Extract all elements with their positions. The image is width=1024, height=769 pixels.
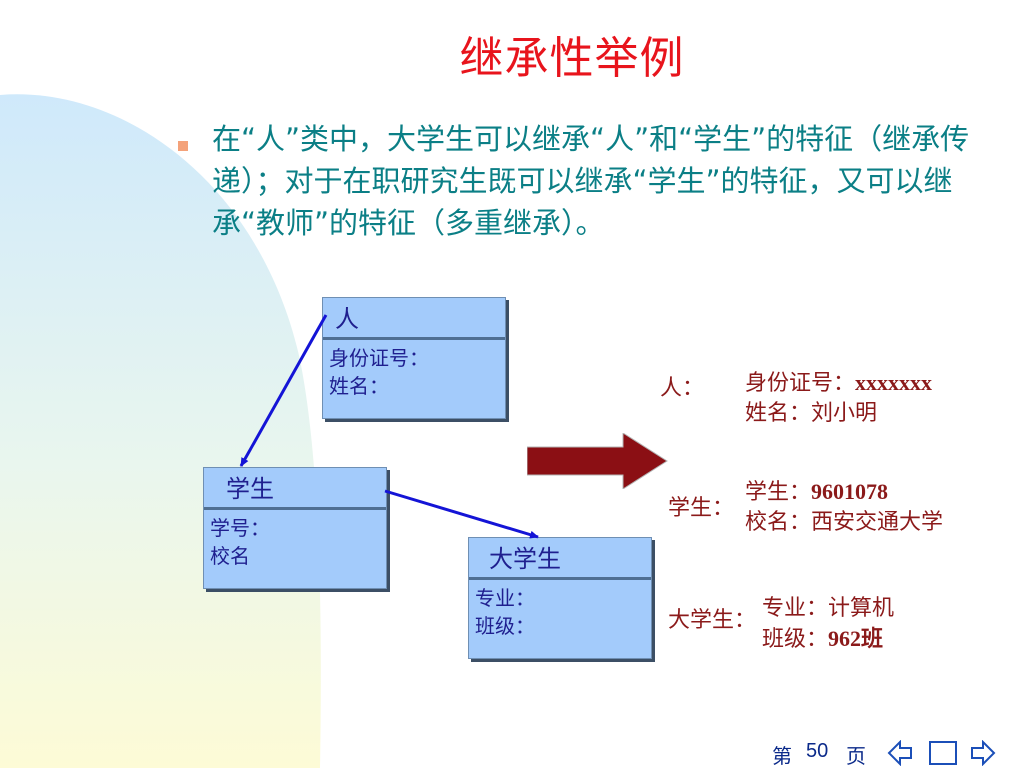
home-page-icon[interactable] bbox=[928, 740, 958, 766]
instance-sid-value: 9601078 bbox=[811, 479, 889, 504]
bullet-square bbox=[178, 141, 188, 151]
class-name-student: 学生 bbox=[204, 468, 386, 510]
right-arrow-icon bbox=[527, 433, 668, 489]
page-number: 50 bbox=[806, 740, 829, 762]
next-page-icon[interactable] bbox=[970, 740, 996, 766]
class-name-person: 人 bbox=[323, 298, 505, 340]
instance-major-line: 专业：计算机 bbox=[762, 596, 895, 621]
instance-person-values: 身份证号：xxxxxxx 姓名：刘小明 bbox=[745, 368, 932, 429]
slide-title: 继承性举例 bbox=[459, 33, 685, 84]
instance-label-undergrad: 大学生： bbox=[668, 608, 757, 633]
instance-class-label: 班级： bbox=[762, 627, 829, 652]
instance-id-label: 身份证号： bbox=[745, 371, 856, 396]
class-box-undergrad: 大学生 专业： 班级： bbox=[468, 537, 652, 659]
instance-label-student: 学生： bbox=[668, 496, 735, 521]
slide-paragraph: 在“人”类中，大学生可以继承“人”和“学生”的特征（继承传递）；对于在职研究生既… bbox=[212, 122, 970, 240]
class-attr-major: 专业： bbox=[475, 586, 535, 610]
instance-name-line: 姓名：刘小明 bbox=[745, 401, 878, 426]
class-attr-class: 班级： bbox=[475, 614, 535, 638]
instance-sid-line: 学生：9601078 bbox=[745, 477, 943, 508]
instance-id-line: 身份证号：xxxxxxx bbox=[745, 368, 932, 399]
page-suffix: 页 bbox=[846, 744, 866, 768]
prev-page-icon[interactable] bbox=[887, 740, 913, 766]
instance-class-value: 962班 bbox=[828, 626, 884, 651]
class-box-student: 学生 学号： 校名 bbox=[203, 467, 387, 589]
instance-undergrad-values: 专业：计算机 班级：962班 bbox=[762, 594, 894, 655]
page-prefix: 第 bbox=[772, 744, 792, 768]
instance-sid-label: 学生： bbox=[745, 480, 812, 505]
instance-school-line: 校名：西安交通大学 bbox=[745, 510, 944, 535]
class-name-undergrad: 大学生 bbox=[469, 538, 651, 580]
instance-class-line: 班级：962班 bbox=[762, 624, 894, 655]
instance-id-value: xxxxxxx bbox=[855, 370, 933, 395]
class-attr-id: 身份证号： bbox=[329, 346, 429, 370]
class-attr-student-id: 学号： bbox=[210, 516, 270, 540]
instance-label-person: 人： bbox=[660, 376, 705, 401]
instance-student-values: 学生：9601078 校名：西安交通大学 bbox=[745, 477, 943, 538]
class-box-person: 人 身份证号： 姓名： bbox=[322, 297, 506, 419]
class-attr-school: 校名 bbox=[210, 544, 250, 568]
class-attr-name: 姓名： bbox=[329, 374, 389, 398]
